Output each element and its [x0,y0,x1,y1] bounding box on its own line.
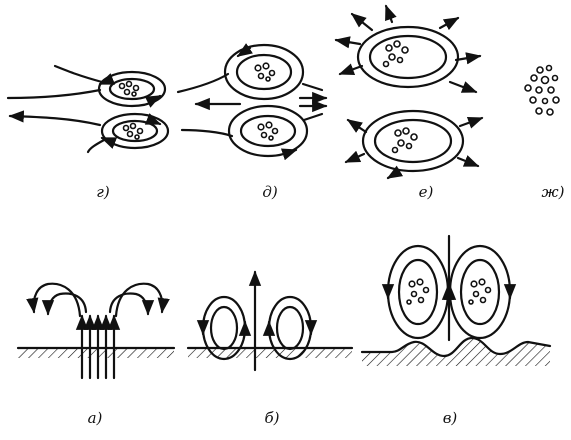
vortex-inner-ring [237,55,291,89]
particle [537,67,543,73]
flow-arrow [346,154,364,162]
panel-b-diagram [188,272,352,370]
particle-cluster [120,82,143,140]
vortex-inner-ring [370,36,446,78]
particle [547,66,552,71]
flow-line [55,66,102,82]
panel-label-b: б) [264,409,279,427]
panel-label-a: а) [88,409,103,427]
flow-arrow [440,18,458,28]
panel-zh-diagram [525,66,559,116]
panel-label-zh: ж) [542,183,565,201]
flow-arrow [450,82,476,92]
flow-arrow [352,14,372,30]
vortex-inner-ring [241,116,295,146]
flow-arrow [116,284,162,316]
panel-d-diagram [178,45,326,156]
flow-arrow [340,66,362,74]
flow-arrow [34,284,80,316]
particle [547,109,553,115]
vortex-inner-ring [277,307,303,349]
flow-line [88,140,104,152]
panel-label-g: г) [96,183,109,201]
particle-cluster [255,63,277,140]
flow-line [303,84,322,90]
particle-cluster [384,41,418,153]
flow-arrow [456,56,480,60]
ground-hatching [18,348,174,358]
particle [543,99,548,104]
flow-line [8,90,100,98]
particle [525,85,531,91]
vortex-inner-ring [461,260,499,324]
flow-arrow [458,158,478,166]
flow-arrow [388,172,398,178]
vortex-inner-ring [375,120,451,162]
particle [530,97,536,103]
panel-label-d: д) [262,183,277,201]
flow-arrow [460,118,482,126]
flow-arrow [336,40,360,44]
vortex-inner-ring [399,260,437,324]
particle [536,108,542,114]
panel-a-diagram [18,284,174,378]
panel-v-diagram [362,236,550,366]
flow-line [182,130,232,136]
panel-e-diagram [336,6,482,178]
flow-arrow [10,116,100,125]
flow-arrow [386,6,392,22]
particle [548,87,554,93]
particle [553,97,559,103]
panel-label-e: е) [419,183,434,201]
particle [542,77,549,84]
flow-line [178,74,228,92]
particle [536,87,542,93]
flow-arrow [348,120,366,132]
vortex-inner-ring [211,307,237,349]
particle [553,76,558,81]
particle [531,75,537,81]
flow-line [304,114,322,120]
panel-label-v: в) [443,409,458,427]
vortex-inner-ring [110,79,154,99]
panel-g-diagram [8,66,168,152]
